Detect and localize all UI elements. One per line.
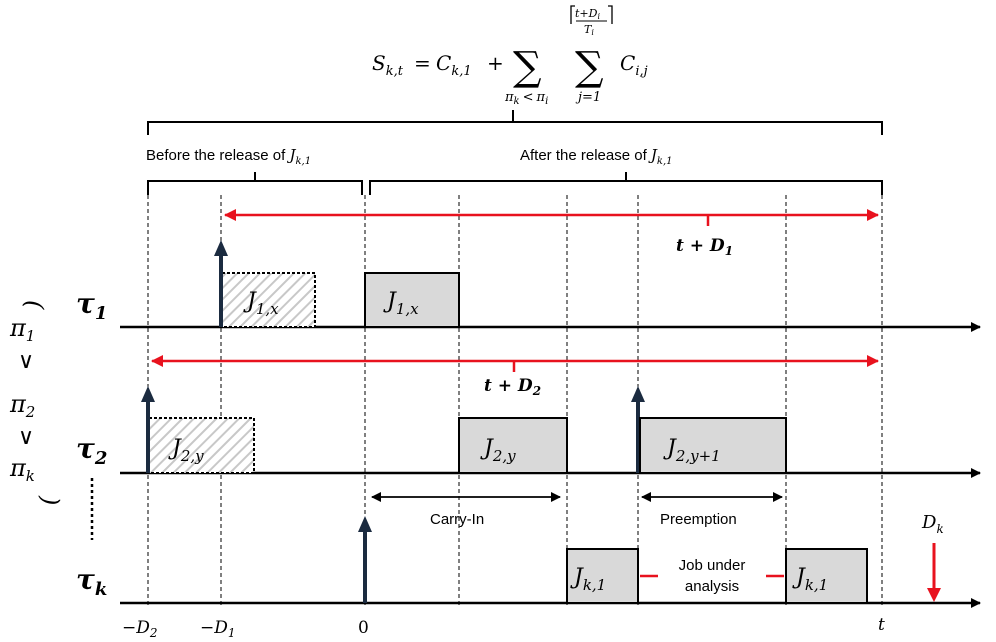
job-j1x-previous: J1,x [221, 272, 316, 328]
sum-sign-1: ∑ [513, 44, 542, 90]
svg-text:j=1: j=1 [575, 90, 601, 105]
after-release-brace: After the release of Jk,1 [369, 146, 883, 195]
svg-text:=: = [414, 51, 431, 75]
svg-text:+: + [487, 51, 504, 75]
preemption-interval: Preemption [641, 492, 783, 528]
release-arrow-j2y1 [631, 386, 645, 473]
release-arrow-j1x [214, 240, 228, 327]
svg-text:−D1: −D1 [200, 618, 236, 640]
ceiling-fraction: t+Di Ti [570, 5, 613, 37]
svg-text:Jk,1: Jk,1 [570, 565, 606, 594]
priority-order: ( π1 ∨ π2 ∨ πk ) [9, 300, 64, 505]
svg-text:∨: ∨ [18, 349, 34, 374]
before-release-brace: Before the release of Jk,1 [146, 146, 363, 195]
svg-text:Ck,1: Ck,1 [436, 51, 472, 79]
axis-labels: −D2 −D1 0 t [122, 615, 885, 640]
svg-text:∨: ∨ [18, 425, 34, 450]
svg-text:Carry-In: Carry-In [430, 511, 484, 528]
svg-text:t: t [878, 615, 885, 635]
svg-text:−D2: −D2 [122, 618, 158, 640]
job-j1x: J1,x [364, 272, 460, 328]
svg-text:Dk: Dk [921, 512, 944, 536]
job-j2y-previous: J2,y [148, 417, 255, 474]
job-under-analysis-label: Job under analysis [640, 557, 784, 595]
svg-text:πk: πk [9, 454, 35, 485]
svg-text:): ) [36, 495, 64, 505]
svg-text:(: ( [20, 300, 48, 310]
svg-text:t + D2: t + D2 [484, 376, 541, 398]
release-arrow-jk1 [358, 516, 372, 603]
task-label-tau2: τ2 [76, 432, 107, 469]
job-j2y1: J2,y+1 [639, 417, 787, 474]
svg-text:π1: π1 [9, 314, 35, 345]
svg-text:Job under: Job under [679, 557, 746, 574]
job-jk1-part1: Jk,1 [566, 548, 639, 604]
svg-text:Jk,1: Jk,1 [792, 565, 828, 594]
svg-text:πk<πi: πk<πi [504, 90, 548, 107]
svg-text:π2: π2 [9, 390, 35, 421]
t-plus-d2-interval: t + D2 [151, 355, 879, 398]
job-jk1-part2: Jk,1 [785, 548, 868, 604]
deadline-dk: Dk [921, 512, 944, 602]
window-brace [147, 110, 883, 135]
svg-text:t + D1: t + D1 [676, 236, 733, 258]
svg-text:Before the release of Jk,1: Before the release of Jk,1 [146, 146, 311, 167]
svg-text:Ti: Ti [584, 23, 594, 37]
svg-text:After the release of Jk,1: After the release of Jk,1 [520, 146, 673, 167]
svg-text:0: 0 [358, 618, 369, 638]
svg-text:J2,y+1: J2,y+1 [663, 436, 721, 465]
svg-text:Ci,j: Ci,j [620, 51, 648, 79]
t-plus-d1-interval: t + D1 [224, 209, 879, 258]
svg-text:Sk,t: Sk,t [372, 51, 404, 79]
release-arrow-j2y [141, 386, 155, 473]
svg-text:t+Di: t+Di [575, 7, 600, 21]
sum-sign-2: ∑ [575, 44, 604, 90]
svg-text:J1,x: J1,x [383, 289, 419, 318]
svg-text:J2,y: J2,y [168, 436, 204, 465]
svg-text:analysis: analysis [685, 578, 739, 595]
svg-text:J2,y: J2,y [480, 436, 516, 465]
svg-text:Preemption: Preemption [660, 511, 737, 528]
carry-in-interval: Carry-In [371, 492, 561, 528]
task-label-tau1: τ1 [76, 287, 107, 324]
svg-text:J1,x: J1,x [243, 289, 279, 318]
rta-formula: Sk,t = Ck,1 + ∑ πk<πi ∑ j=1 t+Di Ti Ci,j [372, 5, 648, 107]
time-guides [147, 195, 883, 605]
task-label-tauk: τk [76, 563, 107, 600]
job-j2y: J2,y [458, 417, 568, 474]
